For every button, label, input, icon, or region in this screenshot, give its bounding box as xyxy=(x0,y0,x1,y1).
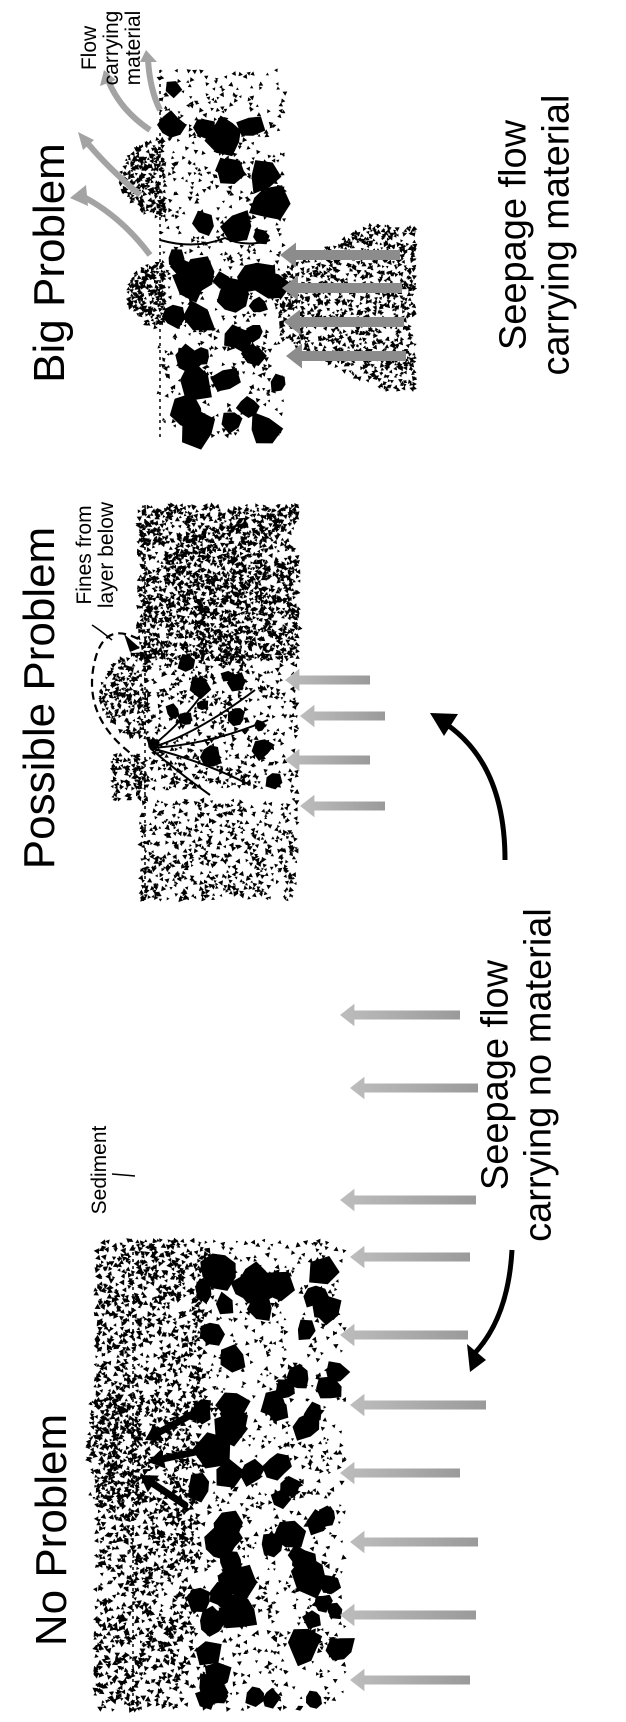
stone xyxy=(298,1320,316,1340)
piping-channel xyxy=(150,748,250,785)
flow-annotation-line-1: Flow xyxy=(79,11,101,86)
stone xyxy=(293,1413,320,1440)
material-plume xyxy=(278,223,417,392)
seepage-arrow xyxy=(340,1189,476,1212)
no-problem-title: No Problem xyxy=(30,1414,74,1646)
no-problem-panel xyxy=(85,1004,512,1713)
seepage-arrow xyxy=(350,1077,478,1100)
stone xyxy=(187,1588,210,1612)
stone xyxy=(309,1256,340,1284)
seepage-label-line-1: Seepage flow xyxy=(492,95,535,376)
possible-problem-panel xyxy=(92,502,505,902)
exit-flow-arrow xyxy=(108,80,150,130)
stone xyxy=(240,1459,266,1487)
material-seepage-label: Seepage flow carrying material xyxy=(492,95,577,376)
sediment-leader xyxy=(112,1174,135,1176)
stone xyxy=(288,1629,322,1666)
stone xyxy=(210,368,241,392)
seepage-arrow xyxy=(350,1531,478,1554)
stone xyxy=(306,1691,322,1709)
seepage-label-line-2: carrying material xyxy=(535,95,578,376)
stone xyxy=(252,412,284,444)
stone xyxy=(177,713,192,725)
possible-problem-title: Possible Problem xyxy=(18,527,62,869)
piping-channel xyxy=(160,238,270,245)
stone xyxy=(188,1473,209,1503)
flow-annotation-line-3: material xyxy=(123,11,145,86)
sediment-annotation: Sediment xyxy=(89,1126,111,1215)
stone xyxy=(192,211,214,236)
seepage-arrow xyxy=(340,1462,460,1485)
stone xyxy=(216,1292,233,1315)
big-problem-panel xyxy=(70,50,417,450)
stone xyxy=(221,1344,246,1373)
fines-annotation: Fines from layer below xyxy=(74,502,118,608)
label-pointer-arrow xyxy=(440,720,505,860)
seepage-arrow xyxy=(300,795,385,818)
stone xyxy=(157,110,187,137)
stone xyxy=(200,1323,225,1346)
no-material-seepage-label: Seepage flow carrying no material xyxy=(474,908,559,1242)
exit-flow-arrow xyxy=(148,60,160,110)
stone xyxy=(196,1641,222,1665)
seepage-arrow xyxy=(340,1604,476,1627)
seepage-arrow xyxy=(350,1394,486,1417)
stone xyxy=(236,117,265,136)
big-problem-title: Big Problem xyxy=(28,143,72,383)
stone xyxy=(166,703,180,719)
seepage-arrow xyxy=(350,1669,470,1692)
flow-material-annotation: Flow carrying material xyxy=(79,11,145,86)
exit-flow-arrow xyxy=(85,140,140,195)
seepage-label-line-1: Seepage flow xyxy=(474,908,517,1242)
fines-leader xyxy=(92,625,112,640)
seepage-arrow xyxy=(285,669,370,692)
label-pointer-arrow xyxy=(472,1250,512,1356)
seepage-arrow xyxy=(300,705,385,728)
stone xyxy=(263,1688,282,1709)
seepage-arrow xyxy=(285,749,370,772)
seepage-arrow xyxy=(340,1324,468,1347)
fines-annotation-line-2: layer below xyxy=(96,502,118,608)
stone xyxy=(271,374,286,393)
fines-annotation-line-1: Fines from xyxy=(74,502,96,608)
seepage-label-line-2: carrying no material xyxy=(517,908,560,1242)
flow-annotation-line-2: carrying xyxy=(101,11,123,86)
seepage-arrow xyxy=(340,1004,460,1027)
stone xyxy=(245,1687,264,1708)
seepage-arrow xyxy=(350,1246,470,1269)
